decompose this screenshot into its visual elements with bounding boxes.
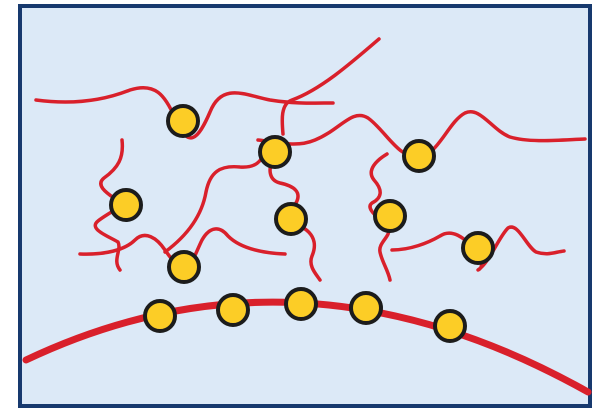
chain-top-diagonal bbox=[280, 37, 381, 136]
chain-top-left bbox=[34, 85, 335, 140]
particle bbox=[274, 202, 308, 236]
particle bbox=[109, 188, 143, 222]
particle bbox=[402, 139, 436, 173]
particle bbox=[167, 250, 201, 284]
particle bbox=[373, 199, 407, 233]
surface-particle bbox=[433, 309, 467, 343]
particle bbox=[258, 135, 292, 169]
particle bbox=[461, 231, 495, 265]
particle bbox=[166, 104, 200, 138]
chain-center-rising bbox=[163, 148, 267, 254]
surface-particle bbox=[216, 293, 250, 327]
nanoparticles bbox=[109, 104, 495, 343]
surface-particle bbox=[284, 287, 318, 321]
surface-particle bbox=[349, 291, 383, 325]
diagram-panel bbox=[18, 4, 592, 408]
chain-right-lower bbox=[390, 225, 566, 272]
surface-particle bbox=[143, 299, 177, 333]
